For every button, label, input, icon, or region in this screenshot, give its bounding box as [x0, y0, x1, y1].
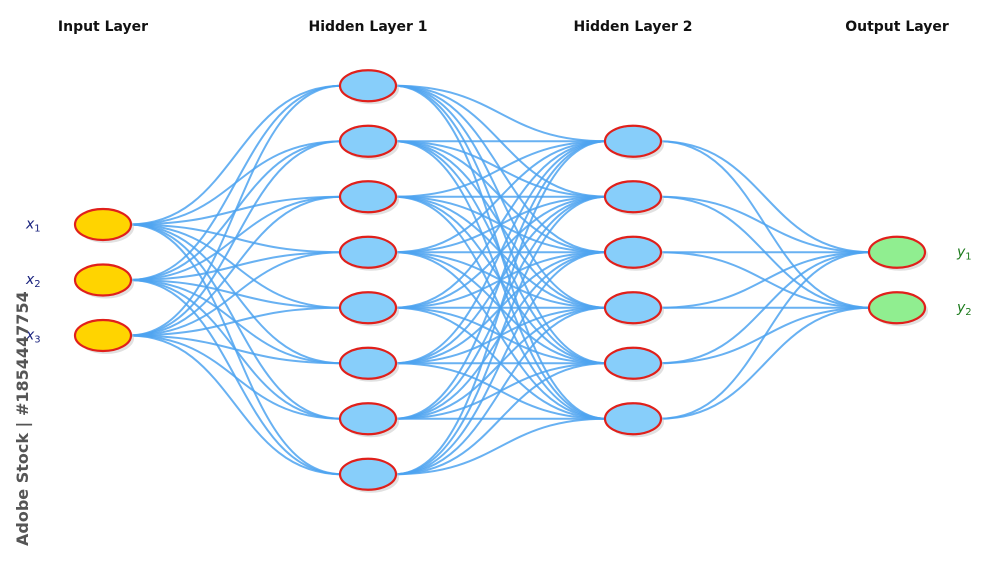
edge-hidden1-8-to-hidden2-3 — [393, 251, 608, 476]
side-watermark: Adobe Stock | #1854447754 — [13, 291, 33, 546]
node-hidden1-2 — [338, 124, 399, 160]
edge-hidden1-4-to-hidden2-1 — [393, 140, 608, 254]
node-ellipse — [603, 291, 663, 325]
node-hidden1-1 — [338, 69, 399, 105]
edge-input-3-to-hidden1-7 — [128, 334, 343, 420]
node-hidden2-3 — [603, 235, 664, 271]
edge-input-3-to-hidden1-5 — [128, 306, 343, 337]
node-ellipse — [338, 235, 398, 269]
edge-input-3-to-hidden1-1 — [128, 84, 343, 337]
title-input: Input Layer — [58, 19, 148, 35]
layer-titles: Input Layer Hidden Layer 1 Hidden Layer 2 O… — [58, 19, 949, 35]
node-ellipse — [867, 235, 927, 269]
edge-input-3-to-hidden1-8 — [128, 334, 343, 476]
edge-input-3-to-hidden1-2 — [128, 140, 343, 337]
input-label-3: x3 — [25, 328, 41, 346]
edge-input-3-to-hidden1-6 — [128, 334, 343, 365]
edge-hidden1-8-to-hidden2-6 — [393, 417, 608, 476]
node-hidden2-6 — [603, 402, 664, 438]
node-hidden1-5 — [338, 291, 399, 327]
title-hidden2: Hidden Layer 2 — [574, 19, 693, 35]
node-ellipse — [338, 291, 398, 325]
node-hidden1-7 — [338, 402, 399, 438]
node-ellipse — [338, 124, 398, 158]
edge-hidden1-8-to-hidden2-2 — [393, 195, 608, 476]
neuron-nodes — [73, 69, 928, 493]
edge-input-3-to-hidden1-4 — [128, 251, 343, 337]
output-label-1: y1 — [956, 244, 972, 262]
edge-hidden2-6-to-output-2 — [658, 306, 872, 420]
node-hidden2-4 — [603, 291, 664, 327]
node-ellipse — [603, 402, 663, 436]
edge-hidden2-6-to-output-1 — [658, 251, 872, 420]
node-ellipse — [603, 235, 663, 269]
node-input-3 — [73, 318, 134, 354]
edge-hidden1-5-to-hidden2-1 — [393, 140, 608, 309]
node-ellipse — [338, 180, 398, 214]
node-ellipse — [73, 318, 133, 353]
edge-input-2-to-hidden1-1 — [128, 84, 343, 281]
node-hidden2-2 — [603, 180, 664, 216]
edge-input-1-to-hidden1-1 — [128, 84, 343, 226]
edge-hidden1-8-to-hidden2-5 — [393, 362, 608, 476]
watermark-text: Adobe Stock | #1854447754 — [13, 291, 33, 546]
edge-hidden1-8-to-hidden2-1 — [393, 140, 608, 476]
node-ellipse — [338, 402, 398, 436]
edge-hidden1-1-to-hidden2-1 — [393, 84, 608, 143]
node-ellipse — [603, 124, 663, 158]
node-hidden1-4 — [338, 235, 399, 271]
node-ellipse — [603, 346, 663, 380]
node-ellipse — [867, 291, 927, 325]
edge-hidden1-3-to-hidden2-1 — [393, 140, 608, 198]
node-ellipse — [338, 457, 398, 491]
node-ellipse — [73, 263, 133, 297]
input-label-1: x1 — [25, 217, 41, 235]
edge-hidden1-8-to-hidden2-4 — [393, 306, 608, 476]
io-labels: x1 x2 x3 y1 y2 — [25, 217, 972, 346]
node-hidden2-5 — [603, 346, 664, 382]
node-ellipse — [73, 207, 133, 242]
output-label-2: y2 — [956, 300, 972, 318]
input-label-2: x2 — [25, 272, 41, 290]
edge-hidden1-6-to-hidden2-1 — [393, 140, 608, 365]
connection-edges — [128, 84, 872, 476]
node-hidden1-6 — [338, 346, 399, 382]
edge-hidden2-2-to-output-1 — [658, 195, 872, 254]
node-input-1 — [73, 207, 134, 243]
edge-hidden2-5-to-output-1 — [658, 251, 872, 365]
node-output-2 — [867, 291, 928, 327]
node-ellipse — [603, 180, 663, 214]
title-output: Output Layer — [845, 19, 949, 35]
node-input-2 — [73, 263, 134, 299]
edge-hidden2-4-to-output-1 — [658, 251, 872, 309]
title-hidden1: Hidden Layer 1 — [309, 19, 428, 35]
node-hidden1-8 — [338, 457, 399, 493]
edge-input-3-to-hidden1-3 — [128, 195, 343, 337]
edge-hidden1-7-to-hidden2-1 — [393, 140, 608, 420]
node-ellipse — [338, 69, 398, 103]
node-ellipse — [338, 346, 398, 380]
node-hidden1-3 — [338, 180, 399, 216]
edge-hidden2-1-to-output-1 — [658, 140, 872, 254]
node-output-1 — [867, 235, 928, 271]
node-hidden2-1 — [603, 124, 664, 160]
